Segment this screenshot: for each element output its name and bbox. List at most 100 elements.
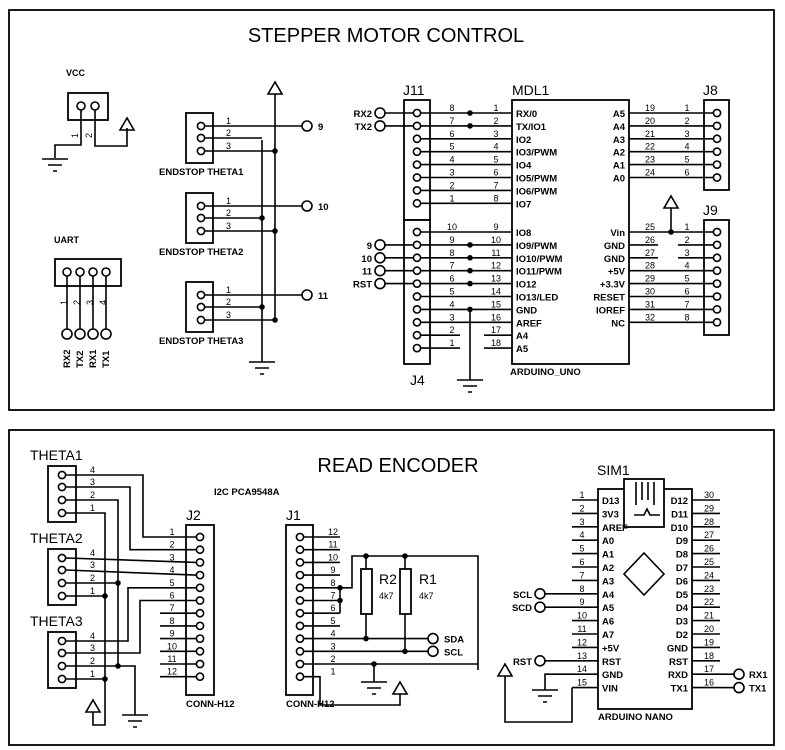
j8-pin: [712, 147, 722, 157]
nano-part-label: ARDUINO NANO: [598, 712, 673, 723]
mdl1-right-pin-name: A2: [613, 148, 625, 159]
theta-pin-number: 4: [90, 465, 95, 475]
uart-terminal-tx1[interactable]: [100, 328, 112, 340]
uart-pin-1: [62, 267, 72, 277]
sda-terminal[interactable]: [427, 632, 439, 645]
mdl1-right-pin-name: +5V: [608, 267, 626, 278]
endstop-pin-number: 1: [226, 116, 231, 126]
mdl1-left-pin-name: IO13/LED: [516, 293, 558, 304]
mdl1-pin-number: 22: [645, 142, 655, 152]
j1-pin: [295, 545, 305, 555]
scl-terminal[interactable]: [427, 645, 439, 658]
uno-net-rst[interactable]: [374, 277, 386, 290]
theta-pin-number: 4: [90, 548, 95, 558]
j2-pin-number: 3: [169, 552, 174, 562]
uart-terminal-rx1[interactable]: [87, 328, 99, 340]
j1-pin-number: 6: [330, 603, 335, 613]
nano-pin-number: 14: [577, 664, 587, 674]
nano-pin-number: 7: [579, 570, 584, 580]
uno-net-label: TX2: [355, 122, 372, 133]
j-pin-number: 8: [449, 103, 454, 113]
j2-pin: [195, 634, 205, 643]
uart-signal-label: RX1: [88, 349, 99, 368]
mdl1-left-pin-name: RX/0: [516, 109, 537, 120]
j-pin: [412, 147, 422, 157]
nano-pin-number: 19: [704, 637, 714, 647]
power-arrow-icon: [496, 662, 514, 677]
nano-scd-terminal[interactable]: [534, 601, 546, 614]
j9-pin-number: 7: [684, 299, 689, 309]
mdl1-pin-number: 19: [645, 103, 655, 113]
j2-pin-number: 11: [167, 654, 176, 664]
j-pin-number: 6: [449, 274, 454, 284]
j-pin: [412, 253, 422, 263]
nano-tx1-terminal[interactable]: [733, 681, 745, 694]
j1-pin: [295, 672, 305, 682]
j1-pin-number: 12: [328, 527, 338, 537]
endstop-net-label: 9: [318, 122, 323, 133]
endstop-net-10[interactable]: [301, 200, 313, 212]
theta-label: THETA2: [30, 530, 83, 546]
nano-pin-number: 1: [579, 490, 584, 500]
j8-ref: J8: [703, 82, 718, 98]
endstop-label: ENDSTOP THETA2: [159, 247, 243, 258]
j8-pin: [712, 134, 722, 144]
ground-icon: [532, 689, 558, 703]
endstop-pin: [196, 315, 206, 325]
nano-rx1-label: RX1: [749, 670, 768, 681]
uart-terminal-rx2[interactable]: [61, 328, 73, 340]
endstop-pin-number: 2: [226, 128, 231, 138]
endstop-pin: [196, 290, 206, 300]
j-pin-number: 8: [449, 248, 454, 258]
j1-pin: [295, 634, 305, 643]
uart-terminal-tx2[interactable]: [74, 328, 86, 340]
j-pin-number: 4: [449, 155, 454, 165]
usb-glyph-icon: [634, 482, 660, 516]
nano-pin-number: 12: [577, 637, 587, 647]
junction-dot: [259, 215, 265, 221]
wire: [66, 587, 196, 642]
wire: [65, 557, 197, 564]
nano-rst-terminal[interactable]: [534, 654, 546, 667]
uno-net-label: 10: [361, 254, 372, 265]
uno-net-10[interactable]: [374, 251, 386, 264]
uart-signal-label: RX2: [62, 350, 73, 368]
j-pin-number: 5: [449, 287, 454, 297]
endstop-pin: [196, 302, 206, 312]
j2-pin-number: 6: [169, 591, 174, 601]
mdl1-pin-number: 27: [645, 248, 655, 258]
mdl1-pin-number: 13: [491, 274, 501, 284]
theta-pin: [57, 591, 67, 601]
j1-pin-number: 3: [330, 641, 335, 651]
j2-pin-number: 1: [169, 527, 174, 537]
nano-right-pin-name: D2: [676, 630, 688, 641]
j1-pin: [295, 646, 305, 656]
endstop-pin: [196, 146, 206, 156]
nano-left-pin-name: GND: [602, 670, 623, 681]
nano-scl-terminal[interactable]: [534, 587, 546, 600]
endstop-net-9[interactable]: [301, 120, 313, 132]
uno-net-9[interactable]: [374, 239, 386, 251]
theta-pin: [57, 661, 67, 671]
endstop-label: ENDSTOP THETA1: [159, 167, 244, 178]
wire: [66, 665, 136, 715]
junction-dot: [259, 304, 265, 310]
nano-left-pin-name: A5: [602, 603, 615, 614]
sim1-ref: SIM1: [597, 462, 630, 478]
uno-net-rx2[interactable]: [374, 107, 386, 119]
endstop-net-11[interactable]: [301, 289, 313, 301]
mdl1-left-pin-name: AREF: [516, 318, 542, 329]
mdl1-left-pin-name: IO11/PWM: [516, 267, 562, 278]
mdl1-pin-number: 18: [491, 338, 501, 348]
uno-net-11[interactable]: [374, 264, 386, 277]
j1-pin-number: 11: [328, 540, 337, 550]
nano-rx1-terminal[interactable]: [733, 668, 745, 681]
uno-net-tx2[interactable]: [374, 120, 386, 132]
endstop-pin-number: 1: [226, 196, 231, 206]
ground-icon: [361, 681, 387, 695]
j-pin-number: 1: [449, 338, 454, 348]
j2-ref: J2: [186, 507, 201, 523]
mdl1-ref: MDL1: [512, 82, 550, 98]
j2-pin: [195, 608, 205, 618]
